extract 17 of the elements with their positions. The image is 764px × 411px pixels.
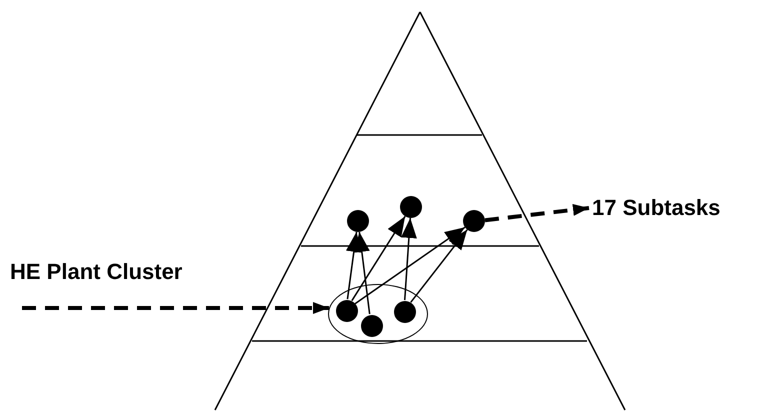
node-label: 17 Subtasks	[592, 197, 720, 219]
dashed-arrow	[22, 302, 329, 314]
arrow	[346, 232, 362, 300]
arrow	[410, 229, 468, 303]
node-dot	[400, 196, 422, 218]
node-dot	[347, 210, 369, 232]
arrow	[354, 226, 466, 304]
node-dot	[361, 315, 383, 337]
arrow	[354, 232, 370, 314]
node-dot	[336, 300, 358, 322]
cluster-ellipse	[328, 284, 428, 344]
node-dot	[394, 301, 416, 323]
arrow	[400, 218, 417, 300]
node-dot	[463, 210, 485, 232]
dashed-arrow	[484, 204, 590, 222]
cluster-label: HE Plant Cluster	[10, 261, 182, 283]
arrow	[351, 216, 406, 302]
